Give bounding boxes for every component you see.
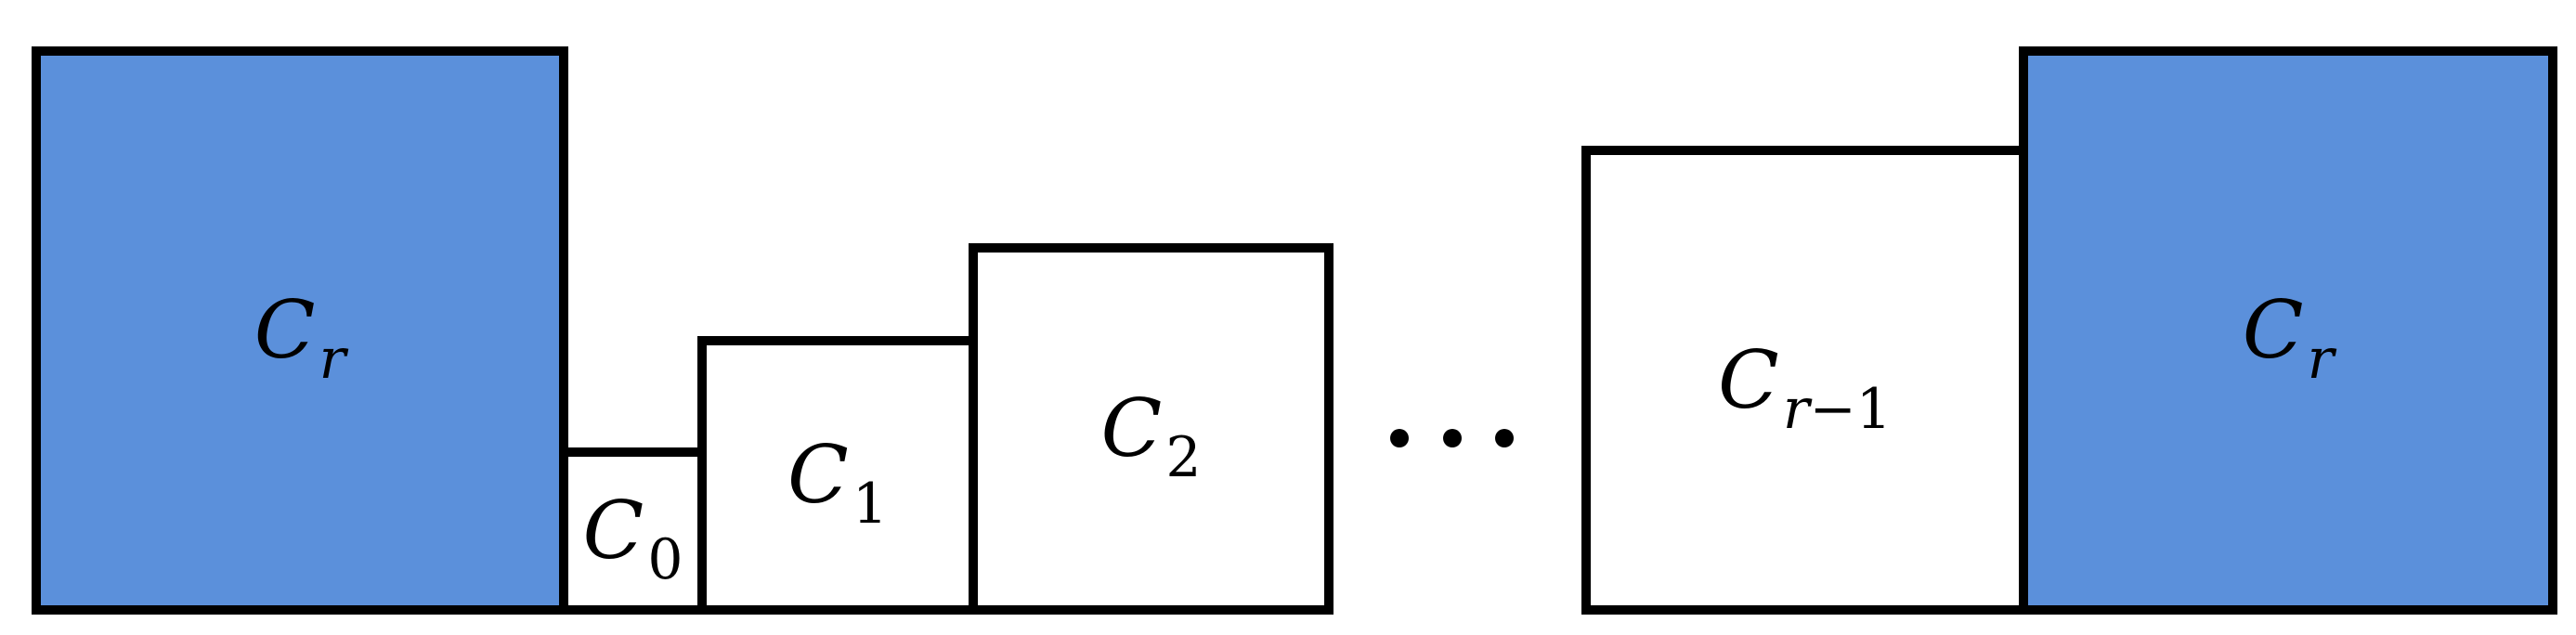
label-subscript: 2	[1165, 425, 1201, 490]
subscript-variable: r	[319, 327, 346, 392]
ellipsis-dot	[1390, 429, 1409, 447]
component-box-c1: C1	[697, 336, 978, 615]
label-subscript: 1	[852, 472, 888, 537]
label-subscript: r	[2308, 327, 2335, 392]
component-box-cr-right: Cr	[2019, 46, 2557, 615]
subscript-rest: 1	[852, 472, 888, 537]
component-box-c0: C0	[559, 447, 707, 615]
label-subscript: r	[319, 327, 346, 392]
label-main: C	[787, 429, 849, 522]
component-label: C2	[1101, 389, 1202, 486]
component-label: Cr−1	[1718, 341, 1892, 437]
label-subscript: r−1	[1783, 377, 1892, 442]
component-label: Cr	[2243, 291, 2335, 387]
component-box-cr-1: Cr−1	[1581, 146, 2028, 615]
subscript-variable: r	[2307, 327, 2335, 392]
ellipsis-dot	[1495, 429, 1514, 447]
component-box-cr-left: Cr	[32, 46, 568, 615]
ellipsis-dot	[1443, 429, 1462, 447]
subscript-variable: r	[1782, 376, 1810, 442]
label-main: C	[254, 284, 316, 377]
label-subscript: 0	[647, 527, 683, 592]
label-main: C	[1100, 382, 1163, 475]
label-main: C	[2242, 284, 2304, 377]
component-label: C0	[583, 491, 683, 588]
subscript-rest: 2	[1165, 425, 1202, 490]
label-main: C	[1718, 333, 1779, 427]
subscript-rest: −1	[1809, 376, 1892, 442]
component-label: Cr	[254, 291, 346, 387]
subscript-rest: 0	[647, 527, 683, 592]
component-box-c2: C2	[969, 243, 1334, 615]
label-main: C	[582, 485, 644, 577]
component-label: C1	[787, 435, 888, 532]
